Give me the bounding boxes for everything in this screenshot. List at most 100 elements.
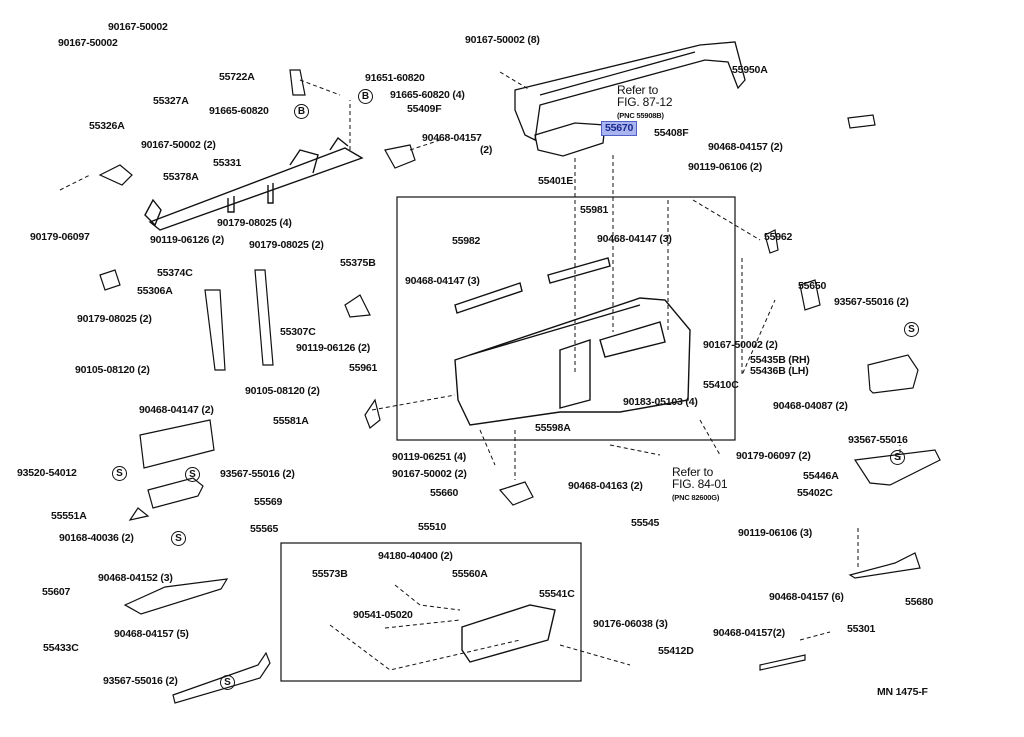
- part-label[interactable]: 55541C: [539, 588, 575, 600]
- part-label[interactable]: 55301: [847, 623, 876, 635]
- part-label[interactable]: 55551A: [51, 510, 87, 522]
- part-label[interactable]: 55680: [905, 596, 934, 608]
- part-label[interactable]: 90168-40036 (2): [59, 532, 134, 544]
- part-label[interactable]: 90468-04157 (2): [708, 141, 783, 153]
- part-label[interactable]: 90541-05020: [353, 609, 413, 621]
- part-label[interactable]: 90179-06097 (2): [736, 450, 811, 462]
- part-label[interactable]: 91665-60820: [209, 105, 269, 117]
- part-label[interactable]: 55412D: [658, 645, 694, 657]
- part-label[interactable]: 90468-04087 (2): [773, 400, 848, 412]
- screw-callout-icon: S: [185, 467, 200, 482]
- part-label[interactable]: 90105-08120 (2): [75, 364, 150, 376]
- diagram-code: MN 1475-F: [877, 686, 928, 698]
- part-label[interactable]: 55722A: [219, 71, 255, 83]
- part-label[interactable]: 55433C: [43, 642, 79, 654]
- part-label[interactable]: 55660: [430, 487, 459, 499]
- part-label[interactable]: 90167-50002 (2): [703, 339, 778, 351]
- instrument-panel: [454, 257, 691, 426]
- part-label[interactable]: 93567-55016 (2): [220, 468, 295, 480]
- part-label[interactable]: 94180-40400 (2): [378, 550, 453, 562]
- part-label[interactable]: 90468-04157: [422, 132, 482, 144]
- figure-reference-line3: (PNC 55908B): [617, 111, 664, 120]
- part-label[interactable]: 55331: [213, 157, 242, 169]
- part-label[interactable]: 93567-55016: [848, 434, 908, 446]
- part-label[interactable]: 90468-04163 (2): [568, 480, 643, 492]
- part-label[interactable]: 55375B: [340, 257, 376, 269]
- part-label[interactable]: 90179-08025 (4): [217, 217, 292, 229]
- part-label[interactable]: 90468-04157(2): [713, 627, 785, 639]
- part-label[interactable]: 93567-55016 (2): [103, 675, 178, 687]
- part-label[interactable]: 90183-05103 (4): [623, 396, 698, 408]
- part-label[interactable]: 90119-06106 (2): [688, 161, 763, 173]
- part-label[interactable]: 90468-04157 (6): [769, 591, 844, 603]
- part-label[interactable]: 90167-50002 (2): [141, 139, 216, 151]
- part-label[interactable]: 93520-54012: [17, 467, 77, 479]
- part-label[interactable]: 55545: [631, 517, 660, 529]
- part-label[interactable]: 90167-50002: [58, 37, 118, 49]
- screw-callout-icon: S: [112, 466, 127, 481]
- figure-reference-line1: Refer to: [617, 83, 659, 97]
- bolt-callout-icon: B: [294, 104, 309, 119]
- part-label[interactable]: 90105-08120 (2): [245, 385, 320, 397]
- part-label[interactable]: 90179-06097: [30, 231, 90, 243]
- part-label[interactable]: 90119-06126 (2): [296, 342, 371, 354]
- part-label[interactable]: 55950A: [732, 64, 768, 76]
- part-label[interactable]: 90468-04152 (3): [98, 572, 173, 584]
- part-label[interactable]: 55565: [250, 523, 279, 535]
- part-label[interactable]: 90179-08025 (2): [77, 313, 152, 325]
- part-label[interactable]: 55569: [254, 496, 283, 508]
- part-label[interactable]: (2): [480, 144, 493, 156]
- part-label[interactable]: 55326A: [89, 120, 125, 132]
- part-label[interactable]: 91665-60820 (4): [390, 89, 465, 101]
- glove-box-door: [461, 604, 556, 663]
- part-label[interactable]: 55374C: [157, 267, 193, 279]
- part-label[interactable]: 90167-50002 (8): [465, 34, 540, 46]
- part-label[interactable]: 55435B (RH): [750, 354, 810, 366]
- part-label[interactable]: 55573B: [312, 568, 348, 580]
- part-label-highlighted[interactable]: 55670: [601, 121, 638, 136]
- part-label[interactable]: 90468-04147 (3): [597, 233, 672, 245]
- upper-panel: [514, 41, 746, 141]
- part-label[interactable]: 90119-06106 (3): [738, 527, 813, 539]
- part-label[interactable]: 90468-04147 (2): [139, 404, 214, 416]
- part-label[interactable]: 55378A: [163, 171, 199, 183]
- reinforcement-tube: [144, 136, 364, 231]
- part-label[interactable]: 55409F: [407, 103, 442, 115]
- part-label[interactable]: 55306A: [137, 285, 173, 297]
- part-label[interactable]: 90468-04157 (5): [114, 628, 189, 640]
- part-label[interactable]: 90176-06038 (3): [593, 618, 668, 630]
- part-label[interactable]: 55410C: [703, 379, 739, 391]
- part-label[interactable]: 90167-50002: [108, 21, 168, 33]
- part-label[interactable]: 55560A: [452, 568, 488, 580]
- part-label[interactable]: 55510: [418, 521, 447, 533]
- part-label[interactable]: 55598A: [535, 422, 571, 434]
- part-label[interactable]: 55962: [764, 231, 793, 243]
- part-label[interactable]: 90468-04147 (3): [405, 275, 480, 287]
- part-label[interactable]: 55401E: [538, 175, 574, 187]
- part-label[interactable]: 55436B (LH): [750, 365, 809, 377]
- part-label[interactable]: 55402C: [797, 487, 833, 499]
- figure-reference-line3: (PNC 82600G): [672, 493, 720, 502]
- part-label[interactable]: 55961: [349, 362, 378, 374]
- part-label[interactable]: 55408F: [654, 127, 689, 139]
- screw-callout-icon: S: [171, 531, 186, 546]
- part-label[interactable]: 91651-60820: [365, 72, 425, 84]
- small-parts: [98, 69, 941, 704]
- part-label[interactable]: 55581A: [273, 415, 309, 427]
- part-label[interactable]: 90179-08025 (2): [249, 239, 324, 251]
- part-label[interactable]: 55981: [580, 204, 609, 216]
- part-label[interactable]: 55982: [452, 235, 481, 247]
- figure-reference-line2[interactable]: FIG. 87-12: [617, 95, 673, 109]
- figure-reference-line2[interactable]: FIG. 84-01: [672, 477, 728, 491]
- part-label[interactable]: 55607: [42, 586, 71, 598]
- part-label[interactable]: 90119-06126 (2): [150, 234, 225, 246]
- part-label[interactable]: 55327A: [153, 95, 189, 107]
- part-label[interactable]: 55446A: [803, 470, 839, 482]
- part-label[interactable]: 93567-55016 (2): [834, 296, 909, 308]
- part-label[interactable]: 55650: [798, 280, 827, 292]
- part-label[interactable]: 90119-06251 (4): [392, 451, 467, 463]
- part-label[interactable]: 90167-50002 (2): [392, 468, 467, 480]
- part-label[interactable]: 55307C: [280, 326, 316, 338]
